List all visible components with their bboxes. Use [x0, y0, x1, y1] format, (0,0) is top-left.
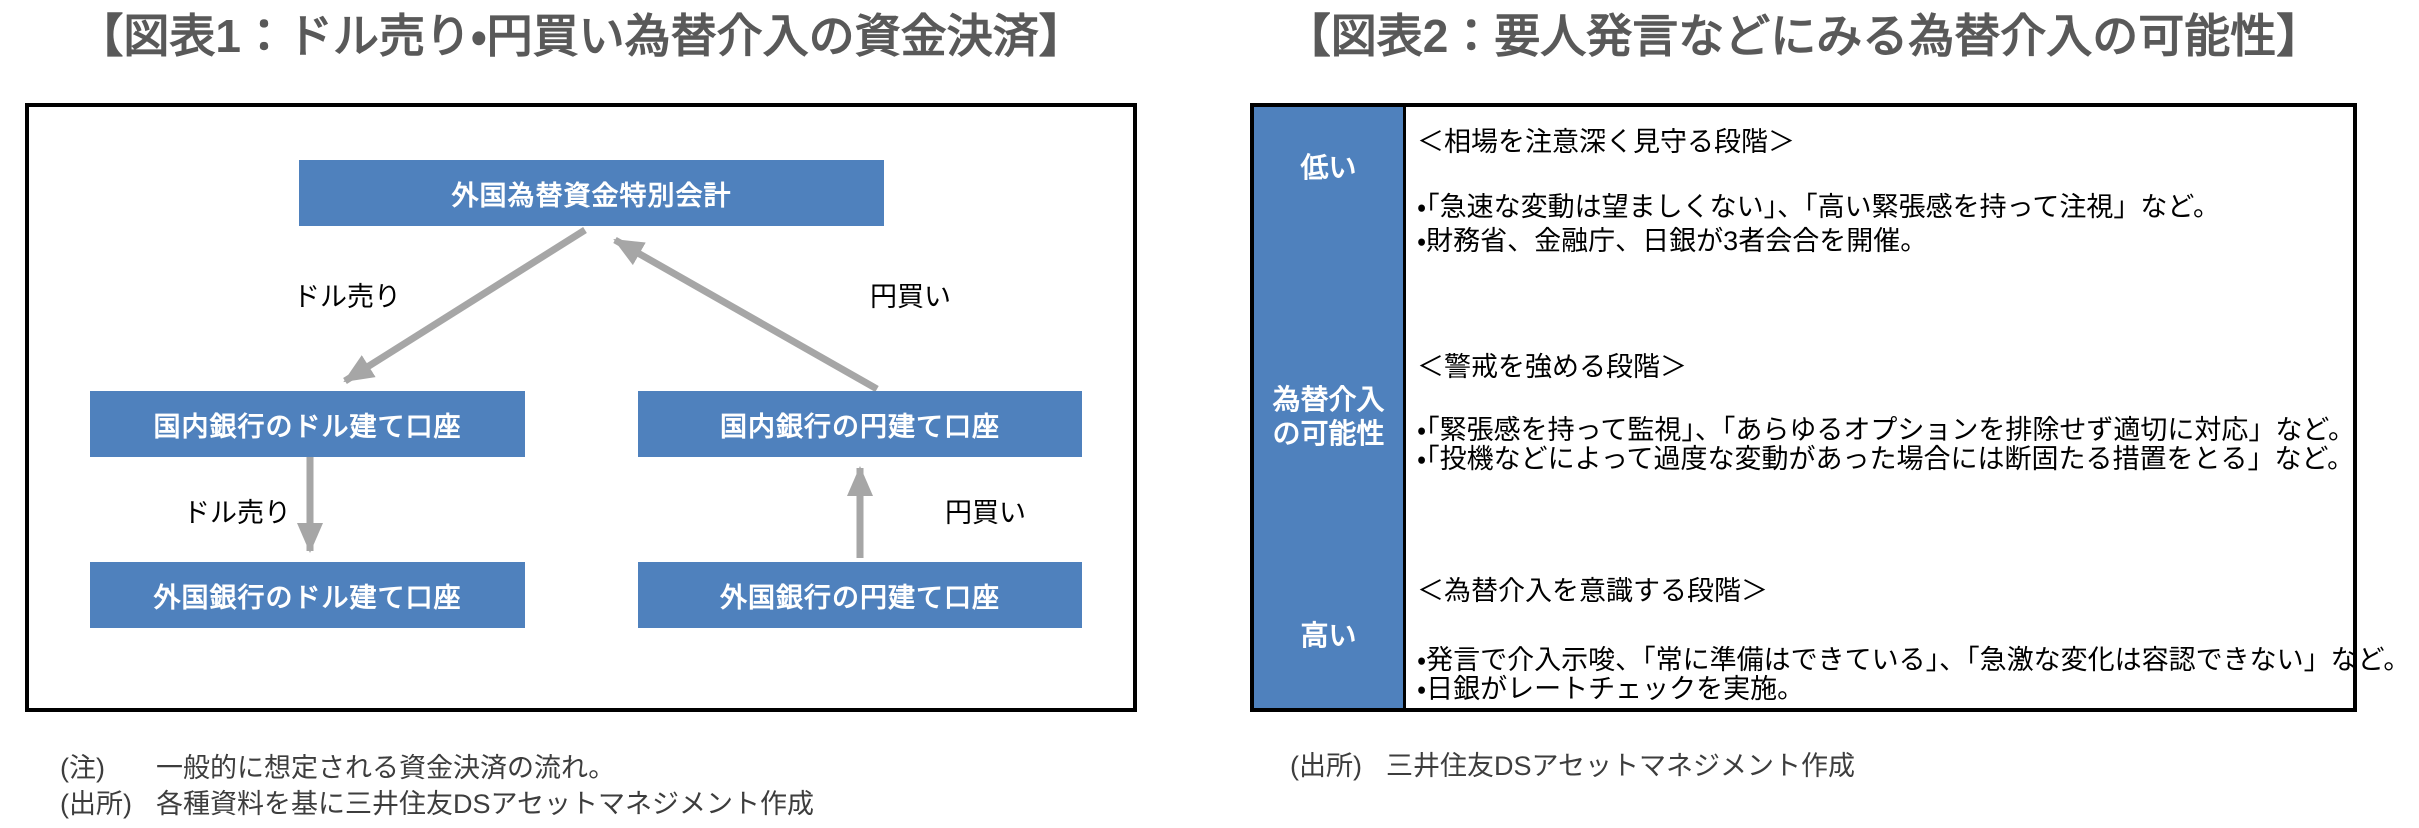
axis-label-possibility-line1: 為替介入	[1272, 384, 1385, 415]
figure1-source-note: (出所) 各種資料を基に三井住友DSアセットマネジメント作成	[60, 788, 814, 821]
box-domestic-bank-dollar-account: 国内銀行のドル建て口座	[90, 391, 525, 457]
axis-label-low: 低い	[1300, 152, 1357, 183]
likelihood-axis-column	[1254, 107, 1406, 708]
box-foreign-bank-yen-account: 外国銀行の円建て口座	[638, 562, 1082, 628]
axis-label-possibility-line2: の可能性	[1272, 418, 1385, 449]
yen-buy-diagonal-label: 円買い	[870, 282, 951, 312]
stage3-bullet: ・発言で介入示唆、「常に準備はできている」、「急激な変化は容認できない」など。	[1417, 645, 2411, 675]
dollar-sell-diagonal-label: ドル売り	[293, 282, 401, 312]
figure2-source-note: (出所) 三井住友DSアセットマネジメント作成	[1290, 750, 1855, 783]
stage2-heading: ＜警戒を強める段階＞	[1417, 352, 1687, 382]
figure1-diagram-frame: 外国為替資金特別会計 国内銀行のドル建て口座 国内銀行の円建て口座 外国銀行のド…	[25, 103, 1137, 712]
box-foreign-bank-dollar-account: 外国銀行のドル建て口座	[90, 562, 525, 628]
figure1-note: (注) 一般的に想定される資金決済の流れ。	[60, 752, 615, 785]
box-foreign-exchange-special-account: 外国為替資金特別会計	[299, 160, 884, 226]
axis-label-high: 高い	[1300, 620, 1357, 651]
dollar-sell-vertical-label: ドル売り	[183, 498, 291, 528]
stage3-heading: ＜為替介入を意識する段階＞	[1417, 576, 1768, 606]
stage3-bullet: ・日銀がレートチェックを実施。	[1417, 674, 1805, 704]
figure2-table: 低い 為替介入 の可能性 高い ＜相場を注意深く見守る段階＞ ・「急速な変動は望…	[1250, 103, 2411, 712]
stage2-bullet: ・「緊張感を持って監視」、「あらゆるオプションを排除せず適切に対応」など。	[1417, 415, 2355, 445]
flow-arrows	[297, 227, 879, 558]
stage2-bullet: ・「投機などによって過度な変動があった場合には断固たる措置をとる」など。	[1417, 444, 2355, 474]
dollar-sell-diagonal-arrow	[343, 227, 587, 384]
yen-buy-diagonal-arrow	[613, 236, 879, 393]
stage1-bullet: ・財務省、金融庁、日銀が3者会合を開催。	[1417, 226, 1928, 256]
figure2-title: 【図表2：要人発言などにみる為替介入の可能性】	[1284, 10, 2323, 62]
source-label: (出所)	[1290, 751, 1362, 781]
note-label: (注)	[60, 753, 105, 783]
box-domestic-bank-yen-account: 国内銀行の円建て口座	[638, 391, 1082, 457]
axis-label-possibility: 為替介入 の可能性	[1254, 383, 1403, 451]
source-text: 三井住友DSアセットマネジメント作成	[1386, 751, 1855, 781]
stage1-heading: ＜相場を注意深く見守る段階＞	[1417, 127, 1795, 157]
yen-buy-vertical-label: 円買い	[945, 498, 1026, 528]
figure1-title: 【図表1：ドル売り・円買い為替介入の資金決済】	[77, 10, 1085, 62]
source-label: (出所)	[60, 789, 132, 819]
stage1-bullet: ・「急速な変動は望ましくない」、「高い緊張感を持って注視」など。	[1417, 192, 2220, 222]
note-text: 一般的に想定される資金決済の流れ。	[156, 753, 616, 783]
source-text: 各種資料を基に三井住友DSアセットマネジメント作成	[156, 789, 814, 819]
